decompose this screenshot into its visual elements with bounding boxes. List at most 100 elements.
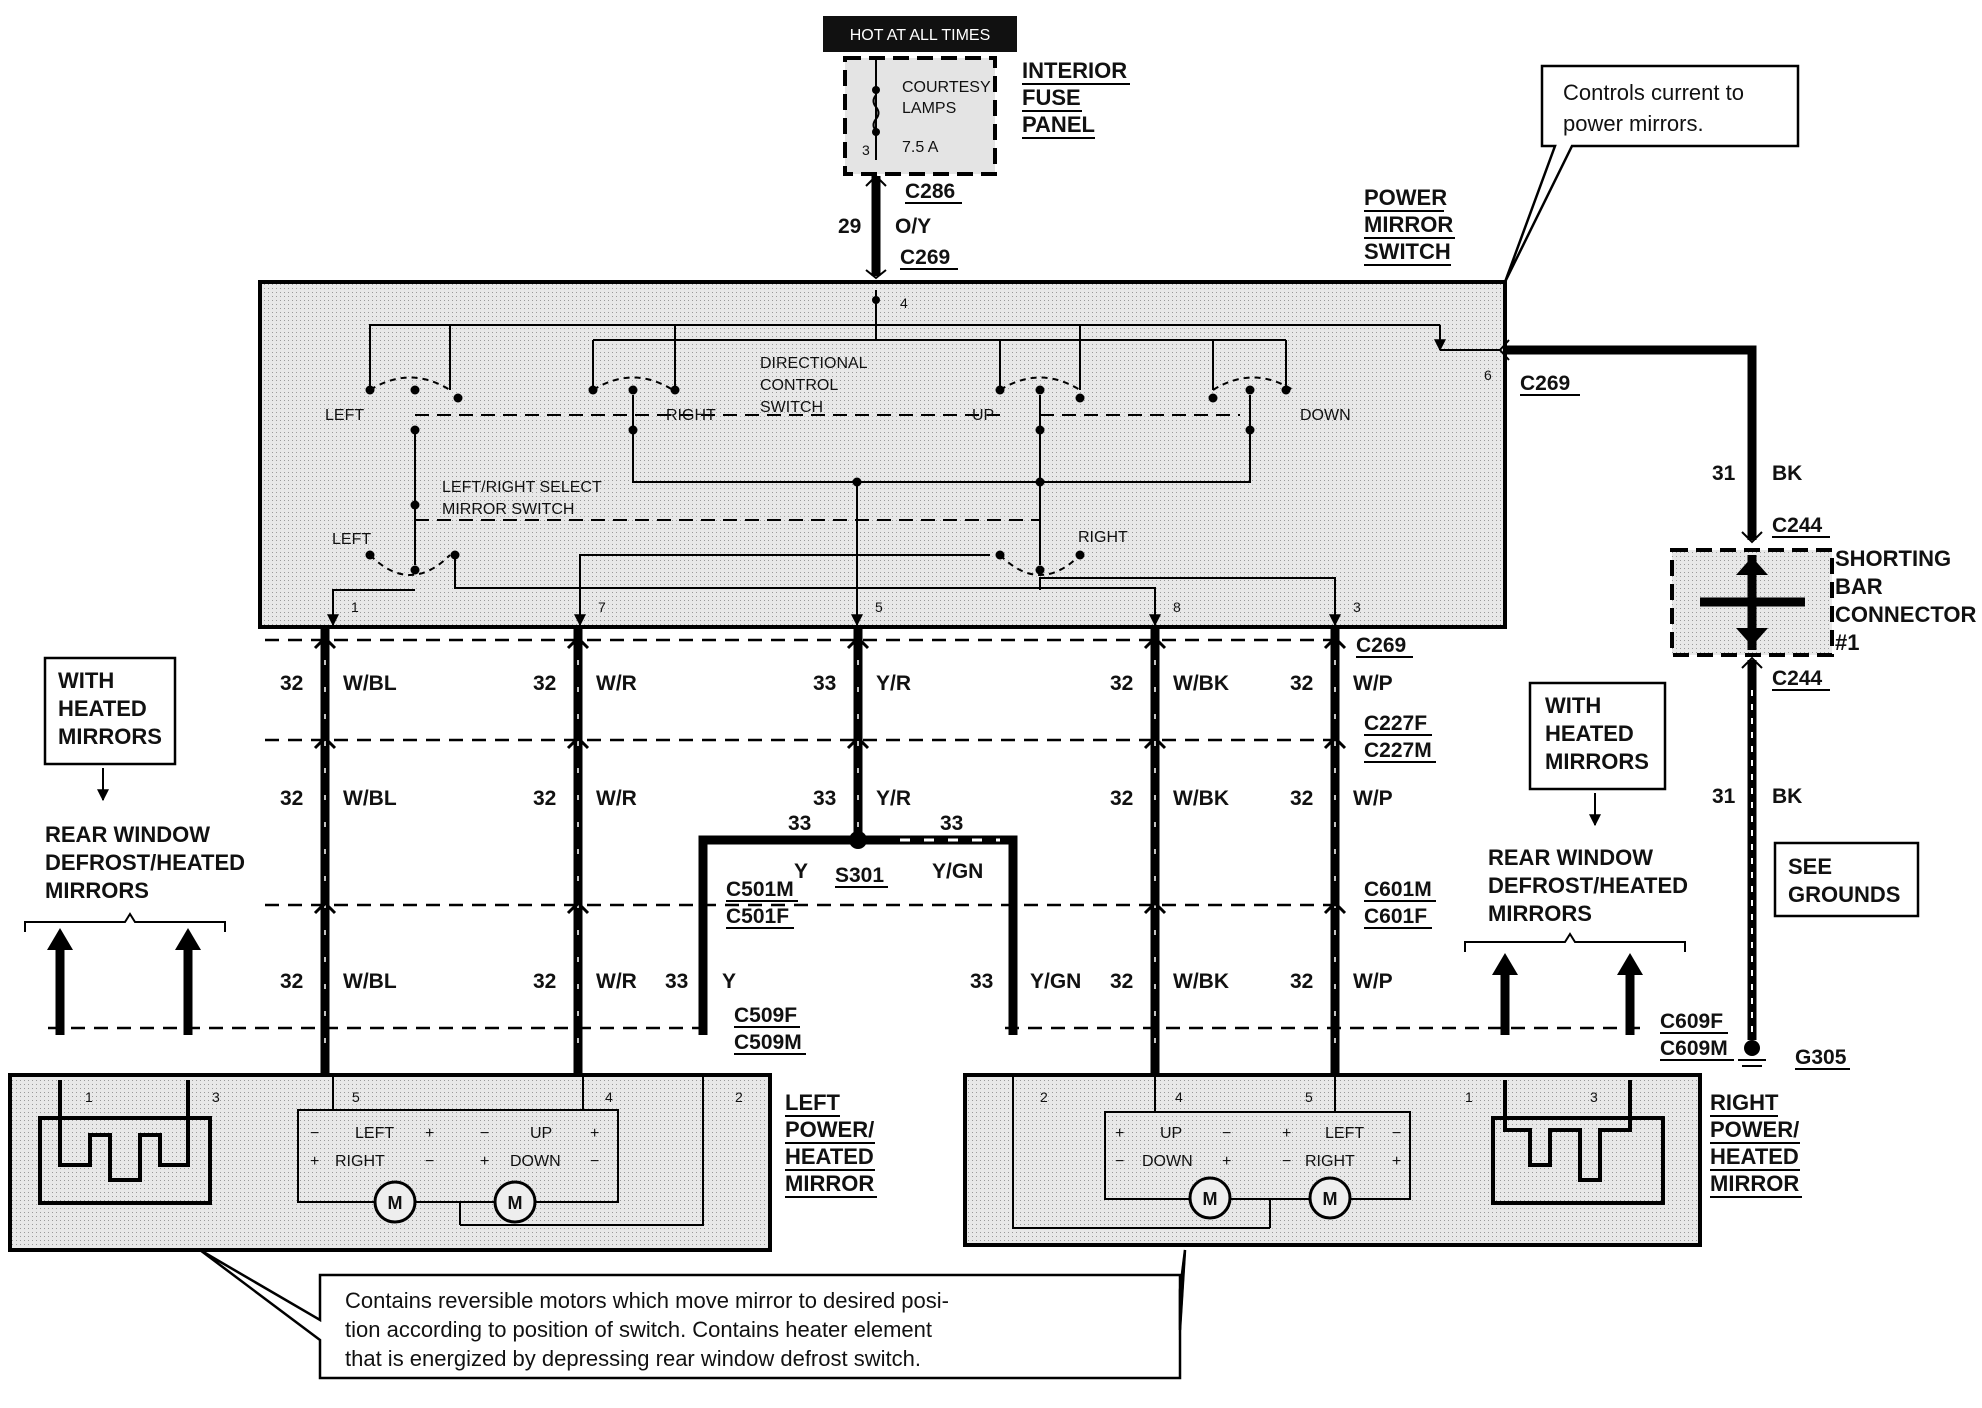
connector-pin-mark	[846, 735, 870, 750]
svg-text:+: +	[480, 1153, 489, 1170]
right-rear-1: REAR WINDOW	[1488, 845, 1653, 870]
left-mirror-title-3: HEATED	[785, 1144, 874, 1169]
harness-wire-num: 33	[813, 787, 836, 810]
harness-wire-color: W/BK	[1173, 672, 1229, 695]
shorting-bar-title-1: SHORTING	[1835, 546, 1951, 571]
svg-text:−: −	[480, 1125, 489, 1142]
right-mirror-left-label: LEFT	[1325, 1125, 1364, 1142]
right-heater-grid-icon	[1503, 1080, 1632, 1182]
svg-text:−: −	[1282, 1153, 1291, 1170]
ground-symbol-icon	[1738, 1040, 1766, 1067]
hot-at-all-times-banner	[823, 16, 1017, 52]
svg-text:+: +	[310, 1153, 319, 1170]
left-mirror-title-4: MIRROR	[785, 1171, 874, 1196]
switch-pin-label: 1	[351, 599, 359, 615]
connector-c286: C286	[905, 180, 955, 203]
connector-pin-mark	[1143, 735, 1167, 750]
harness-wire-color: Y/R	[876, 787, 911, 810]
left-heater-element	[38, 1116, 212, 1205]
fuse-pin: 3	[862, 142, 870, 158]
harness-wire-num: 32	[1290, 970, 1313, 993]
svg-text:+: +	[1222, 1153, 1231, 1170]
ground-wire-color-upper: BK	[1772, 462, 1802, 485]
harness-wire-num: 32	[533, 672, 556, 695]
controls-callout-line-2: power mirrors.	[1563, 111, 1704, 136]
left-mirror-pin: 2	[735, 1089, 743, 1105]
connector-pin-mark	[1323, 735, 1347, 750]
see-grounds-2: GROUNDS	[1788, 882, 1900, 907]
shorting-bar-title-3: CONNECTOR	[1835, 602, 1976, 627]
left-bracket	[24, 912, 226, 932]
svg-text:−: −	[1115, 1153, 1124, 1170]
harness-wire-num: 32	[1290, 672, 1313, 695]
left-mirror-down-label: DOWN	[510, 1153, 561, 1170]
connector-pin-mark	[1143, 635, 1167, 650]
right-motor-1-label: M	[1203, 1189, 1218, 1209]
connector-c509f: C509F	[734, 1004, 797, 1027]
connector-pin-mark	[566, 735, 590, 750]
switch-pin-label: 3	[1353, 599, 1361, 615]
switch-title-1: POWER	[1364, 185, 1447, 210]
switch-up-label: UP	[972, 407, 994, 424]
harness-wire-num: 32	[533, 970, 556, 993]
harness-wire-num: 32	[280, 970, 303, 993]
splice-left-color: Y	[794, 860, 808, 883]
left-mirror-title-1: LEFT	[785, 1090, 841, 1115]
switch-pin-label: 7	[598, 599, 606, 615]
connector-pin-mark	[1323, 635, 1347, 650]
harness-wire-num: 32	[280, 787, 303, 810]
splice-right-color: Y/GN	[932, 860, 983, 883]
switch-left-label: LEFT	[325, 407, 364, 424]
left-heater-grid-icon	[58, 1080, 190, 1182]
switch-down-label: DOWN	[1300, 407, 1351, 424]
motors-callout	[322, 1277, 1178, 1376]
left-y-num: 33	[665, 970, 688, 993]
controls-callout	[1503, 64, 1800, 283]
right-mirror-pin: 4	[1175, 1089, 1183, 1105]
ground-wire-num-upper: 31	[1712, 462, 1736, 485]
harness-wire-num: 32	[1110, 787, 1133, 810]
right-rear-2: DEFROST/HEATED	[1488, 873, 1688, 898]
fuse-element-icon	[872, 94, 880, 132]
connector-pin-mark	[566, 635, 590, 650]
connector-c601f: C601F	[1364, 905, 1427, 928]
right-motor-1-icon	[1188, 1176, 1232, 1220]
fuse-panel-title-1: INTERIOR	[1022, 58, 1127, 83]
left-y-color: Y	[722, 970, 736, 993]
splice-left-num: 33	[788, 812, 811, 835]
svg-text:+: +	[590, 1125, 599, 1142]
connector-c269-bottom: C269	[1356, 634, 1406, 657]
harness-wire-color: W/P	[1353, 970, 1393, 993]
select-switch-label-1: LEFT/RIGHT SELECT	[442, 479, 602, 496]
harness-wire-color: W/R	[596, 787, 637, 810]
see-grounds-1: SEE	[1788, 854, 1832, 879]
connector-pin-mark	[313, 735, 337, 750]
harness-wire-color: W/P	[1353, 672, 1393, 695]
switch-pin-side: 6	[1484, 367, 1492, 383]
svg-text:−: −	[1392, 1125, 1401, 1142]
right-bracket	[1464, 932, 1686, 952]
controls-callout-line-1: Controls current to	[1563, 80, 1744, 105]
right-with-3: MIRRORS	[1545, 749, 1649, 774]
connector-c244-lower: C244	[1772, 667, 1823, 690]
harness-wire-num: 32	[533, 787, 556, 810]
switch-title-2: MIRROR	[1364, 212, 1453, 237]
connector-c244-upper: C244	[1772, 514, 1823, 537]
right-with-heated-box	[1528, 681, 1667, 791]
heater-feeds	[47, 928, 1643, 1035]
see-grounds-box[interactable]	[1773, 841, 1920, 918]
fuse-panel-title-2: FUSE	[1022, 85, 1081, 110]
right-mirror-pin: 3	[1590, 1089, 1598, 1105]
right-mirror-pin: 1	[1465, 1089, 1473, 1105]
connector-pin-mark	[566, 900, 590, 915]
harness-wire-color: W/BL	[343, 672, 397, 695]
splice-right-num: 33	[940, 812, 963, 835]
switch-pin-label: 5	[875, 599, 883, 615]
harness-wire-color: W/BL	[343, 787, 397, 810]
select-right-label: RIGHT	[1078, 529, 1128, 546]
splice-wire-left	[698, 835, 858, 1035]
right-mirror-down-label: DOWN	[1142, 1153, 1193, 1170]
harness-wire-num: 32	[1110, 672, 1133, 695]
svg-text:+: +	[1282, 1125, 1291, 1142]
harness-wire-color: W/BK	[1173, 970, 1229, 993]
